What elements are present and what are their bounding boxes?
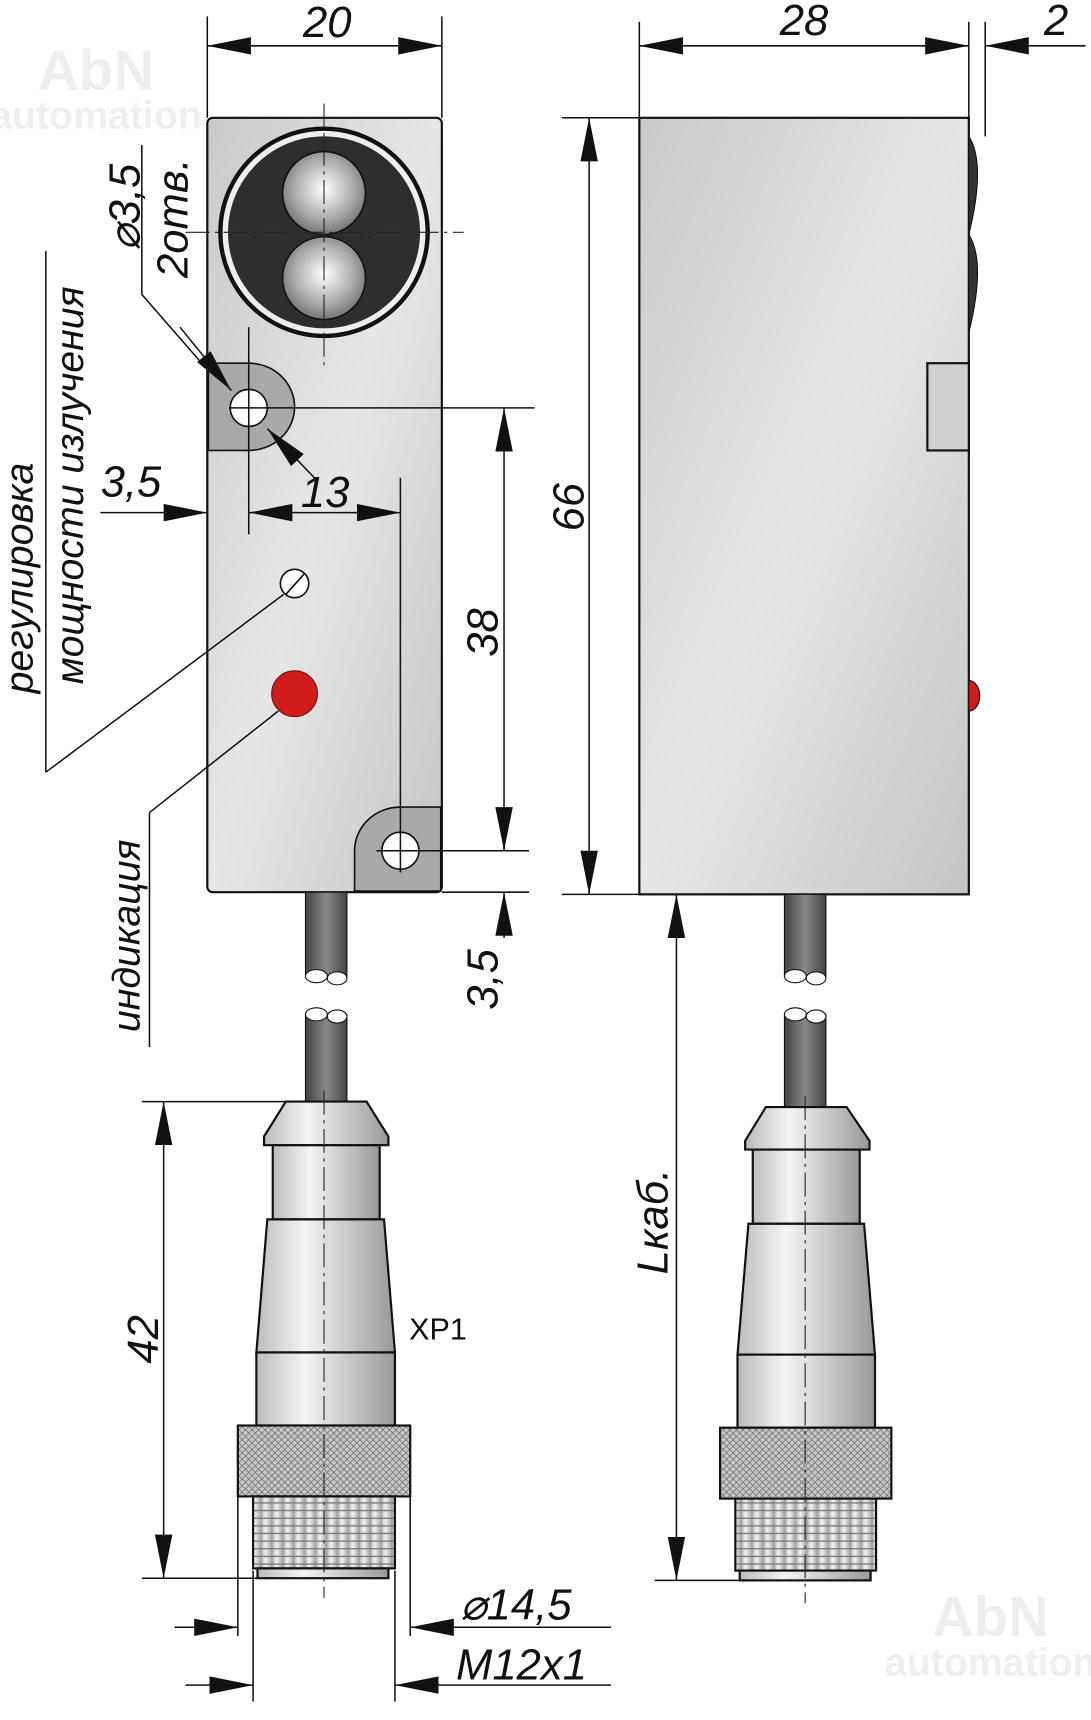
cable-front-upper <box>304 891 348 977</box>
dim-width-front: 20 <box>302 0 352 47</box>
svg-text:automation: automation <box>885 1640 1091 1684</box>
dim-hole-offset-x: 3,5 <box>101 458 162 506</box>
indicator-led-side <box>968 680 981 712</box>
cable-front-lower <box>304 1013 348 1103</box>
svg-text:AbN: AbN <box>932 1586 1049 1649</box>
dim-hole-offset-bottom: 3,5 <box>459 948 507 1009</box>
dimension-labels: 20 28 2 66 38 3,5 3,5 13 ⌀3,5 2отв. 42 L… <box>0 0 1068 1690</box>
indicator-led <box>271 670 319 718</box>
dimension-lines <box>45 16 1086 1702</box>
dim-nut-diameter: ⌀14,5 <box>460 1582 572 1630</box>
label-indication: индикация <box>105 839 149 1032</box>
connector-label: XP1 <box>409 1312 467 1346</box>
dim-lens-protrusion: 2 <box>1043 0 1068 45</box>
connector-xp1 <box>236 1090 412 1598</box>
svg-text:AbN: AbN <box>38 39 155 102</box>
lens-protrusion <box>968 134 979 333</box>
dim-hole-spacing: 38 <box>459 608 507 657</box>
dim-width-side: 28 <box>779 0 829 45</box>
label-power-adjust-2: мощности излучения <box>48 286 92 684</box>
dim-hole-count: 2отв. <box>150 158 198 279</box>
sensor-body-side <box>638 116 970 896</box>
label-power-adjust-1: регулировка <box>0 463 42 695</box>
watermark-top: AbN automation <box>0 39 202 137</box>
cable-side-upper <box>783 893 827 977</box>
front-view: XP1 <box>185 103 535 1598</box>
power-adjust-screw-icon <box>279 568 310 599</box>
dim-thread: M12x1 <box>456 1642 587 1690</box>
dim-cable-length: Lкаб. <box>630 1169 678 1275</box>
side-view <box>638 116 981 1604</box>
connector-side <box>718 1096 893 1604</box>
cable-side-lower <box>783 1013 827 1108</box>
watermark-bottom: AbN automation <box>885 1586 1091 1684</box>
dim-height: 66 <box>546 482 594 531</box>
dim-hole-diameter: ⌀3,5 <box>102 163 150 251</box>
dim-hole-spacing-x: 13 <box>301 469 350 517</box>
svg-text:automation: automation <box>0 94 202 138</box>
dim-connector-length: 42 <box>120 1315 168 1364</box>
side-mounting-tab <box>926 362 970 452</box>
